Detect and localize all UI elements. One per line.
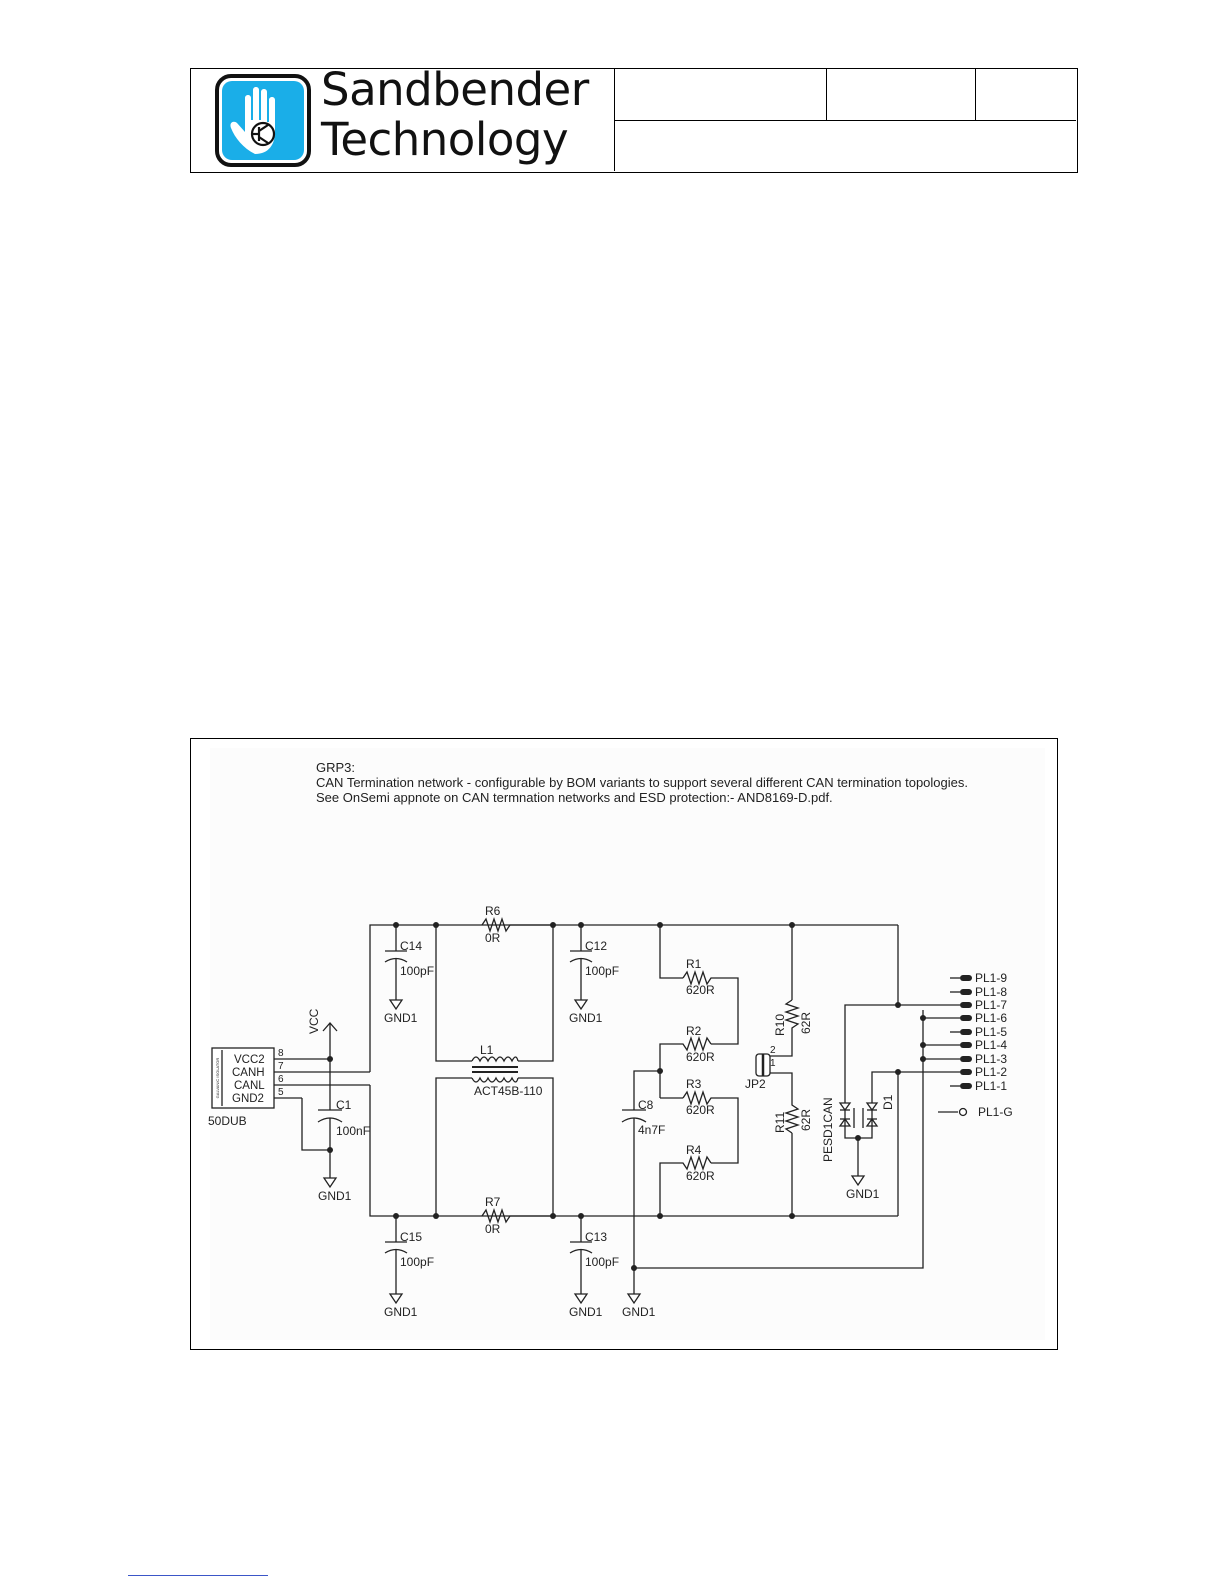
r11-value: 62R xyxy=(799,1109,813,1131)
gnd-label-c12: GND1 xyxy=(569,1011,603,1025)
brand-line-1: Sandbender xyxy=(321,63,589,116)
brand-line-2: Technology xyxy=(321,113,569,166)
c14-ref: C14 xyxy=(400,939,422,953)
title-field-3 xyxy=(976,69,1076,121)
r3-value: 620R xyxy=(686,1103,715,1117)
pin-num-8: 8 xyxy=(278,1048,284,1059)
pl1-3-label: PL1-3 xyxy=(975,1052,1007,1066)
pl1-9-label: PL1-9 xyxy=(975,971,1007,985)
pin-label-vcc2: VCC2 xyxy=(234,1054,265,1066)
pl1-5-label: PL1-5 xyxy=(975,1025,1007,1039)
d1-value: PESD1CAN xyxy=(821,1097,835,1162)
r3-ref: R3 xyxy=(686,1077,702,1091)
c15-value: 100pF xyxy=(400,1255,434,1269)
r7-value: 0R xyxy=(485,1222,501,1236)
pin-label-canl: CANL xyxy=(234,1080,265,1092)
l1-value: ACT45B-110 xyxy=(474,1084,543,1098)
schematic-background xyxy=(210,748,1045,1340)
title-field-2 xyxy=(827,69,976,121)
vcc-label: VCC xyxy=(307,1008,321,1034)
d1-ref: D1 xyxy=(881,1094,895,1110)
r4-ref: R4 xyxy=(686,1143,702,1157)
gnd-label-d1: GND1 xyxy=(846,1187,880,1201)
isolator-name: 50DUB xyxy=(208,1114,247,1128)
r2-ref: R2 xyxy=(686,1024,702,1038)
hand-transistor-logo-icon xyxy=(215,74,311,167)
jp2-pin-2: 2 xyxy=(770,1045,776,1056)
gnd-label-c1: GND1 xyxy=(318,1189,352,1203)
pin-label-gnd2: GND2 xyxy=(232,1093,264,1105)
jp2-ref: JP2 xyxy=(745,1077,766,1091)
c13-value: 100pF xyxy=(585,1255,619,1269)
title-block: Sandbender Technology xyxy=(190,65,1078,173)
r1-ref: R1 xyxy=(686,957,702,971)
r10-ref: R10 xyxy=(773,1014,787,1036)
note-title: GRP3: xyxy=(316,760,355,775)
r1-value: 620R xyxy=(686,983,715,997)
schematic-frame xyxy=(190,738,1058,1350)
pl1-g-label: PL1-G xyxy=(978,1105,1013,1119)
r7-ref: R7 xyxy=(485,1195,501,1209)
c15-ref: C15 xyxy=(400,1230,422,1244)
pin-num-7: 7 xyxy=(278,1061,284,1072)
footer-link-underline xyxy=(128,1575,268,1576)
l1-ref: L1 xyxy=(480,1043,494,1057)
pin-num-6: 6 xyxy=(278,1074,284,1085)
company-name: Sandbender Technology xyxy=(321,65,589,165)
title-field-4 xyxy=(615,121,1076,171)
note-line-1: CAN Termination network - configurable b… xyxy=(316,775,968,790)
c8-value: 4n7F xyxy=(638,1123,665,1137)
pin-num-5: 5 xyxy=(278,1087,284,1098)
r2-value: 620R xyxy=(686,1050,715,1064)
gnd-label-c15: GND1 xyxy=(384,1305,418,1319)
pl1-1-label: PL1-1 xyxy=(975,1079,1007,1093)
pl1-2-label: PL1-2 xyxy=(975,1065,1007,1079)
r4-value: 620R xyxy=(686,1169,715,1183)
c13-ref: C13 xyxy=(585,1230,607,1244)
c1-ref: C1 xyxy=(336,1098,352,1112)
isolator-side-text: GALVANIC ISOLATOR xyxy=(215,1058,220,1099)
can-termination-schematic: GRP3: CAN Termination network - configur… xyxy=(208,760,1013,1319)
jp2-pin-1: 1 xyxy=(770,1058,776,1069)
pin-label-canh: CANH xyxy=(232,1067,265,1079)
pl1-6-label: PL1-6 xyxy=(975,1011,1007,1025)
pl1-4-label: PL1-4 xyxy=(975,1038,1007,1052)
pl1-7-label: PL1-7 xyxy=(975,998,1007,1012)
gnd-label-c8: GND1 xyxy=(622,1305,656,1319)
r11-ref: R11 xyxy=(773,1112,787,1133)
c12-ref: C12 xyxy=(585,939,607,953)
logo-cell: Sandbender Technology xyxy=(191,65,615,171)
r6-value: 0R xyxy=(485,931,501,945)
c8-ref: C8 xyxy=(638,1098,654,1112)
gnd-label-c13: GND1 xyxy=(569,1305,603,1319)
r10-value: 62R xyxy=(799,1012,813,1034)
pl1-8-label: PL1-8 xyxy=(975,985,1007,999)
note-line-2: See OnSemi appnote on CAN termnation net… xyxy=(316,790,833,805)
title-field-1 xyxy=(615,69,827,121)
c14-value: 100pF xyxy=(400,964,434,978)
c1-value: 100nF xyxy=(336,1124,370,1138)
gnd-label-c14: GND1 xyxy=(384,1011,418,1025)
r6-ref: R6 xyxy=(485,904,501,918)
c12-value: 100pF xyxy=(585,964,619,978)
